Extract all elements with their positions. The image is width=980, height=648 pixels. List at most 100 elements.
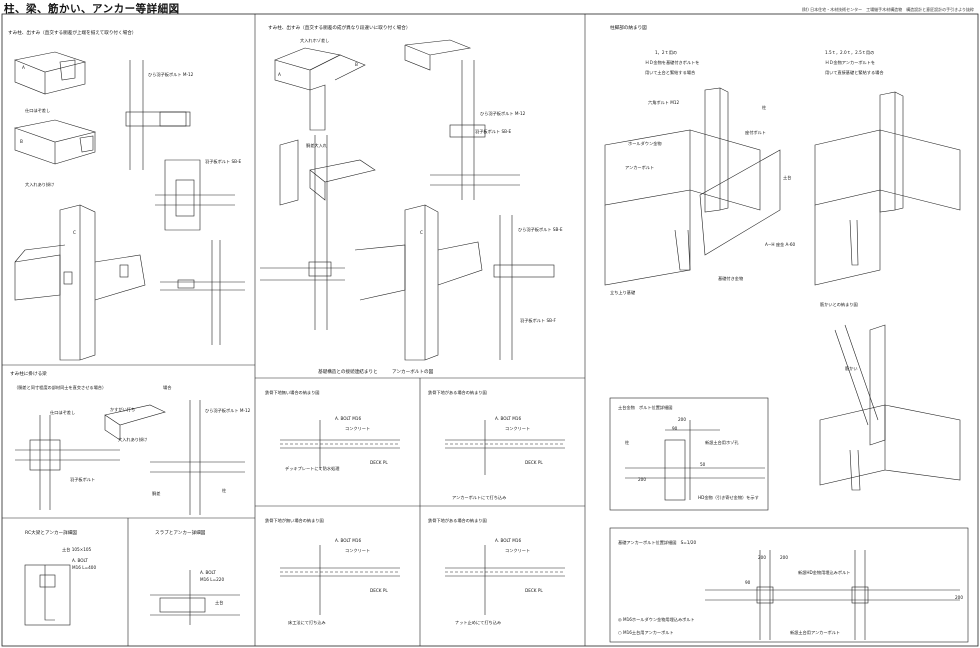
panel9-legend1: ◎ M16ホールダウン金物用埋込みボルト [618, 617, 695, 622]
panel3-sub: （胴差と同寸程度の部材同士を直交させる場合） [14, 385, 107, 390]
panel1-heading: すみ柱、出すみ（直交する胴差が上端を揃えて取り付く場合） [8, 31, 137, 36]
panel9-drawings [705, 550, 960, 640]
panel3-label-3: 大入れあり掛け [118, 437, 148, 442]
panel1-label-2: 大入れあり掛け [25, 182, 55, 187]
panel3-label-4: 羽子板ボルト [70, 477, 96, 482]
panel1-drawings [13, 51, 245, 361]
panel3-case: 場合 [163, 385, 172, 390]
panel9-label-1: 新設土台用アンカーボルト [790, 630, 841, 635]
cell3-title: 鉄骨下地がある場合の納まり図 [428, 518, 487, 523]
panel1-label-1: 仕口ほぞ差し [25, 108, 51, 113]
cell1-l3: DECK PL [525, 460, 543, 465]
panel4-sub1b: ＨＤ金物を基礎付きボルトを [645, 60, 700, 65]
panel4-sub2b: ＨＤ金物アンカーボルトを [825, 60, 876, 65]
panel2-sub: 大入れホゾ差し [300, 38, 330, 43]
panel9-dim-0: 200 [758, 555, 766, 560]
panel6-l2: A. BOLT [72, 558, 88, 563]
cell1-l1: A. BOLT M16 [495, 416, 522, 421]
panel2-label-3: 羽子板ボルト SB-F [520, 318, 556, 323]
panel3-label-6: 柱 [222, 488, 227, 493]
cell2-l3: DECK PL [370, 588, 388, 593]
panel6-heading: RC大梁とアンカー詳細図 [25, 531, 77, 536]
panel8-dim-1: 90 [672, 426, 678, 431]
panel2-label-6: B [355, 62, 358, 67]
panel4-label-3: アンカーボルト [625, 165, 655, 170]
panel2-label-2: ひら羽子板ボルト SB-E [518, 227, 563, 232]
panel1-label-4: A [22, 65, 25, 70]
panel4-drawings [604, 87, 961, 491]
panel4-label-4: 柱 [762, 105, 767, 110]
panel8-dim-0: 200 [678, 417, 686, 422]
panel7-l2: M16 L=220 [200, 577, 225, 582]
panel2-drawings [260, 39, 555, 361]
panel4-sub1: 1，2ｔ用の [655, 50, 678, 55]
panel2-label-0: ひら羽子板ボルト M-12 [480, 111, 526, 116]
panel4-label-0: 六角ボルト M12 [648, 100, 680, 105]
panel4-sub1c: 用いて土台と緊結する場合 [645, 70, 696, 75]
page-title: 柱、梁、筋かい、アンカー等詳細図 [4, 3, 180, 15]
panel9-legend2: ○ M16土台用アンカーボルト [618, 630, 674, 635]
panel8-label-2: 柱 [625, 440, 630, 445]
panel2-heading: すみ柱、出すみ（直交する胴差の成が異なり段違いに取り付く場合） [268, 26, 411, 31]
panel4-brace-heading: 筋かいとの納まり図 [820, 302, 858, 307]
cell0-l1: A. BOLT M16 [335, 416, 362, 421]
cell3-l3: DECK PL [525, 588, 543, 593]
panel5-drawings [280, 420, 565, 615]
panel1-label-5: B [20, 139, 23, 144]
panel4-sub2c: 用いて直接基礎と緊結する場合 [825, 70, 884, 75]
panel7-heading: スラブとアンカー詳細図 [155, 531, 206, 536]
panel2-label-1: 羽子板ボルト SB-E [475, 129, 512, 134]
panel1-label-3: 羽子板ボルト SB-E [205, 159, 242, 164]
panel9-dim-3: 200 [955, 595, 963, 600]
panel3-label-0: かすがい打ち [110, 407, 136, 412]
panel8-dim-3: 200 [638, 477, 646, 482]
panel8-label-0: 新設土台用ホゾ孔 [705, 440, 739, 445]
panel8-dim-2: 50 [700, 462, 706, 467]
cell2-l2: コンクリート [345, 548, 371, 553]
cell1-l4: アンカーボルトにて打ち込み [452, 495, 507, 500]
cell2-l1: A. BOLT M16 [335, 538, 362, 543]
panel4-label-6: 立ち上り基礎 [610, 290, 636, 295]
panel8-label-1: HD金物（引き寄せ金物）を示す [698, 495, 759, 500]
panel2-label-7: C [420, 230, 423, 235]
cell2-title: 鉄骨下地が無い場合の納まり図 [265, 518, 324, 523]
panel7-l3: 土台 [215, 600, 224, 605]
panel3-drawings [15, 400, 245, 515]
panel4-label-8: 基礎付き金物 [718, 276, 744, 281]
panel3-label-1: ひら羽子板ボルト M-12 [205, 408, 251, 413]
panel3-label-5: 胴差 [152, 491, 161, 496]
panel2-label-4: 胴差大入れ [306, 143, 327, 148]
cell0-l3: DECK PL [370, 460, 388, 465]
panel1-label-6: C [73, 230, 76, 235]
panel8-drawings [625, 420, 765, 501]
panel7-l1: A. BOLT [200, 570, 216, 575]
panel4-label-5: 座付ボルト [745, 130, 766, 135]
cell1-l2: コンクリート [505, 426, 531, 431]
cell0-l4: デッキプレートにて防水処理 [285, 466, 340, 471]
panel5-heading: 基礎構造との接続連結まりと [318, 370, 378, 375]
panel4-label-2: ホールダウン金物 [628, 141, 662, 146]
panel1-label-0: ひら羽子板ボルト M-12 [148, 72, 194, 77]
cell3-l2: コンクリート [505, 548, 531, 553]
panel4-heading: 柱脚部の納まり図 [610, 26, 647, 31]
cell3-l1: A. BOLT M16 [495, 538, 522, 543]
panel3-heading: すみ柱に掛ける梁 [10, 372, 47, 377]
panel4-label-7: A−H 座金 A-60 [765, 242, 796, 247]
panel4-sub2: 1.5ｔ，2.0ｔ，2.5ｔ用の [825, 50, 875, 55]
panel9-dim-2: 90 [745, 580, 751, 585]
cell1-title: 鉄骨下地がある場合の納まり図 [428, 390, 487, 395]
cell0-title: 鉄骨下地無い場合の納まり図 [265, 390, 320, 395]
cell0-l2: コンクリート [345, 426, 371, 431]
panel6-l3: M16 L=400 [72, 565, 97, 570]
panel5-heading2: アンカーボルトの図 [392, 370, 434, 375]
panel9-heading: 基礎アンカーボルト位置詳細図 S=1/20 [618, 540, 697, 545]
panel9-label-0: 新設HD金物用埋込みボルト [798, 570, 851, 575]
panel4-brace-label: 筋かい [845, 366, 858, 371]
panel2-label-5: A [278, 72, 281, 77]
panel6-7-drawings [24, 564, 240, 626]
panel4-label-1: 土台 [783, 175, 792, 180]
panel3-label-2: 仕口ほぞ差し [50, 410, 76, 415]
panel-grid [1, 13, 979, 647]
cell3-l4: ナット止めにて打ち込み [455, 620, 502, 625]
